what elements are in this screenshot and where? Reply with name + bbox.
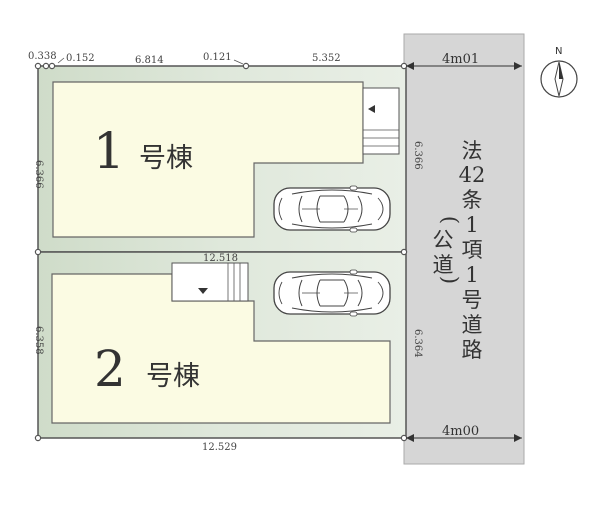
dim-top-3: 0.121 (203, 52, 232, 63)
road-char: 1 (465, 263, 478, 287)
road-width-top: 4m01 (406, 52, 522, 70)
dim-right-lot2: 6.364 (412, 329, 423, 358)
dim-left-lot1: 6.366 (33, 160, 44, 189)
road-char: 道 (433, 253, 454, 277)
road-char: 公 (433, 228, 454, 252)
road-width-top-label: 4m01 (442, 52, 479, 67)
lot-1-suffix: 号棟 (139, 143, 193, 174)
road-char: 号 (462, 288, 483, 312)
car-icon (273, 185, 391, 233)
stair-arrow-icon (198, 288, 208, 294)
entrance-porch-1 (362, 87, 400, 155)
car-icon (273, 269, 391, 317)
road-char: 法 (462, 139, 483, 163)
north-arrow-icon: N (540, 46, 578, 98)
dim-inner: 12.518 (203, 253, 238, 264)
road-strip (403, 33, 525, 465)
road-char: 1 (465, 213, 478, 237)
dim-top-0: 0.338 (28, 51, 57, 62)
entrance-porch-2 (171, 262, 249, 302)
road-width-bottom: 4m00 (406, 424, 522, 442)
dim-right-lot1: 6.366 (412, 141, 423, 170)
dim-top-4: 5.352 (312, 53, 341, 64)
road-char: 路 (462, 338, 483, 362)
lot-1-number: 1 (93, 122, 125, 180)
lot-2-number: 2 (94, 340, 126, 398)
boundary-markers (34, 62, 408, 442)
stair-arrow-icon (368, 105, 375, 113)
dim-top-1: 0.152 (66, 53, 95, 64)
road-char: 条 (462, 188, 483, 212)
north-label: N (555, 46, 562, 57)
house-1-footprint (52, 81, 364, 238)
lot-2-suffix: 号棟 (146, 361, 200, 392)
lot-2-label: 2 号棟 (94, 340, 200, 398)
road-char: 道 (462, 313, 483, 337)
road-width-bottom-label: 4m00 (442, 424, 479, 439)
dim-bottom: 12.529 (202, 442, 237, 453)
road-paren: ( (438, 216, 462, 224)
road-label-sub: ( 公 道 ) (433, 216, 463, 284)
road-label-main: 法 42 条 1 項 1 号 道 路 (459, 139, 486, 362)
road-char: 項 (462, 238, 483, 262)
lot-1-label: 1 号棟 (93, 122, 193, 180)
dim-left-lot2: 6.358 (33, 326, 44, 355)
road-paren: ) (438, 276, 462, 284)
dim-top-2: 6.814 (135, 55, 164, 66)
road-char: 42 (459, 163, 486, 187)
